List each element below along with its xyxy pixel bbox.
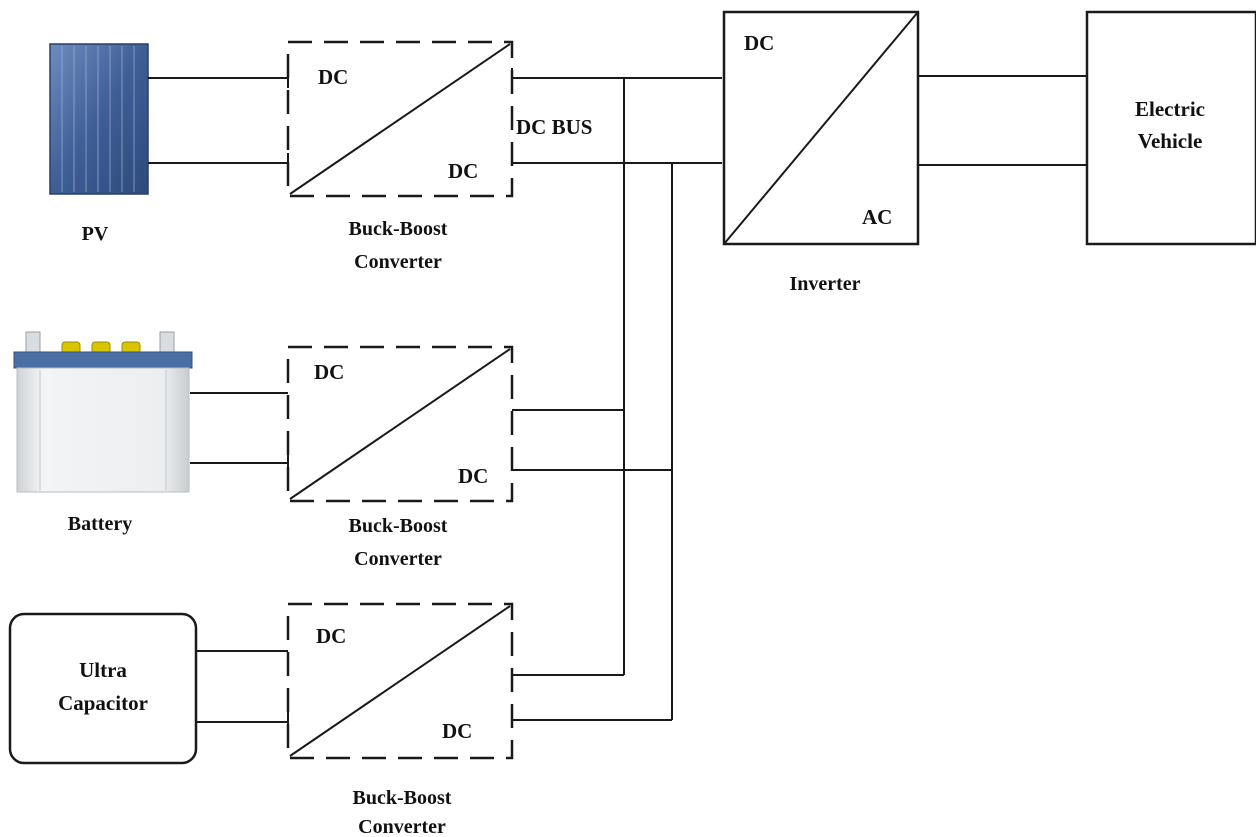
inverter-out-label: AC <box>862 205 892 229</box>
converter-2-in-label: DC <box>314 360 344 384</box>
converter-1-box <box>286 40 514 198</box>
buck-boost-converter-1 <box>286 40 514 198</box>
converter-1-in-label: DC <box>318 65 348 89</box>
pv-label: PV <box>82 223 109 245</box>
converter-2-name-line2: Converter <box>354 548 442 570</box>
pv-panel-icon <box>49 43 149 195</box>
battery-label: Battery <box>68 513 132 535</box>
converter-3-name-line2: Converter <box>358 816 446 837</box>
converter-3-box <box>286 602 514 760</box>
inverter-block <box>722 10 920 246</box>
dc-bus-label: DC BUS <box>516 115 592 139</box>
buck-boost-converter-2 <box>286 345 514 503</box>
electric-vehicle-box <box>1085 10 1256 246</box>
converter-3-out-label: DC <box>442 719 472 743</box>
converter-2-out-label: DC <box>458 464 488 488</box>
converter-2-box <box>286 345 514 503</box>
converter-3-in-label: DC <box>316 624 346 648</box>
inverter-diagonal <box>723 11 919 245</box>
ultra-capacitor-line1: Ultra <box>79 658 127 682</box>
buck-boost-converter-3 <box>286 602 514 760</box>
converter-3-name-line1: Buck-Boost <box>353 787 452 809</box>
converter-1-diagonal <box>289 43 511 195</box>
inverter-in-label: DC <box>744 31 774 55</box>
inverter-name: Inverter <box>789 273 860 295</box>
converter-3-diagonal <box>289 605 511 757</box>
ev-label-line1: Electric <box>1135 97 1205 121</box>
converter-1-name-line2: Converter <box>354 251 442 273</box>
battery-icon <box>13 331 193 493</box>
converter-1-name-line1: Buck-Boost <box>349 218 448 240</box>
converter-1-out-label: DC <box>448 159 478 183</box>
converter-2-name-line1: Buck-Boost <box>349 515 448 537</box>
ultra-capacitor-line2: Capacitor <box>58 691 148 715</box>
converter-2-diagonal <box>289 348 511 500</box>
ultra-capacitor-box <box>8 612 198 765</box>
ev-label-line2: Vehicle <box>1138 129 1203 153</box>
